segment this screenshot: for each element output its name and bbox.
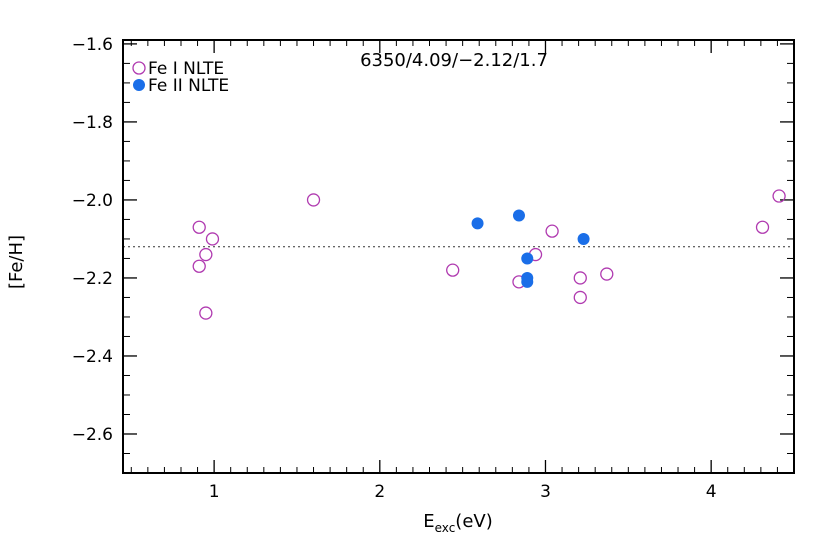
x-axis-title-subscript: exc	[435, 521, 456, 535]
x-axis-title: Eexc(eV)	[423, 511, 492, 535]
data-points	[192, 189, 786, 320]
chart-top-label: 6350/4.09/−2.12/1.7	[360, 50, 548, 71]
data-point-fe-i	[573, 271, 587, 285]
y-tick-label: −2.2	[72, 269, 113, 289]
x-tick-label: 2	[374, 482, 385, 502]
y-tick-label: −2.0	[72, 191, 113, 211]
y-tick-label: −1.6	[72, 35, 113, 55]
data-point-fe-i	[192, 220, 206, 234]
data-point-fe-i	[600, 267, 614, 281]
data-point-fe-i	[192, 259, 206, 273]
y-tick-label: −2.4	[72, 347, 113, 367]
minor-ticks	[123, 40, 795, 474]
legend-marker-fe-ii	[133, 79, 145, 91]
data-point-fe-i	[446, 263, 460, 277]
data-point-fe-i	[199, 306, 213, 320]
y-axis-title: [Fe/H]	[6, 235, 27, 289]
legend: Fe I NLTE Fe II NLTE	[132, 59, 229, 96]
data-point-fe-ii	[521, 252, 534, 265]
data-point-fe-ii	[512, 209, 525, 222]
legend-label-fe-i: Fe I NLTE	[148, 59, 224, 79]
legend-label-fe-ii: Fe II NLTE	[148, 76, 229, 96]
y-tick-label: −1.8	[72, 113, 113, 133]
data-point-fe-i	[545, 224, 559, 238]
data-point-fe-i	[755, 220, 770, 234]
y-tick-label: −2.6	[72, 425, 113, 445]
x-tick-label: 4	[706, 482, 717, 502]
data-point-fe-i	[772, 189, 786, 203]
data-point-fe-i	[306, 193, 321, 207]
plot-frame	[122, 39, 795, 474]
data-point-fe-ii	[521, 275, 534, 288]
data-point-fe-i	[573, 290, 587, 305]
x-axis-title-main: E	[423, 511, 434, 532]
x-tick-label: 1	[209, 482, 220, 502]
x-tick-label: 3	[540, 482, 551, 502]
data-point-fe-i	[205, 232, 220, 246]
legend-marker-fe-i	[132, 61, 146, 75]
data-point-fe-i	[199, 247, 213, 262]
tick-labels: 1 2 3 4 −1.6 −1.8 −2.0 −2.2 −2.4 −2.6	[72, 35, 717, 502]
data-point-fe-ii	[577, 232, 590, 245]
x-axis-title-unit: (eV)	[455, 511, 492, 532]
data-point-fe-ii	[471, 217, 484, 230]
major-ticks	[123, 40, 794, 473]
